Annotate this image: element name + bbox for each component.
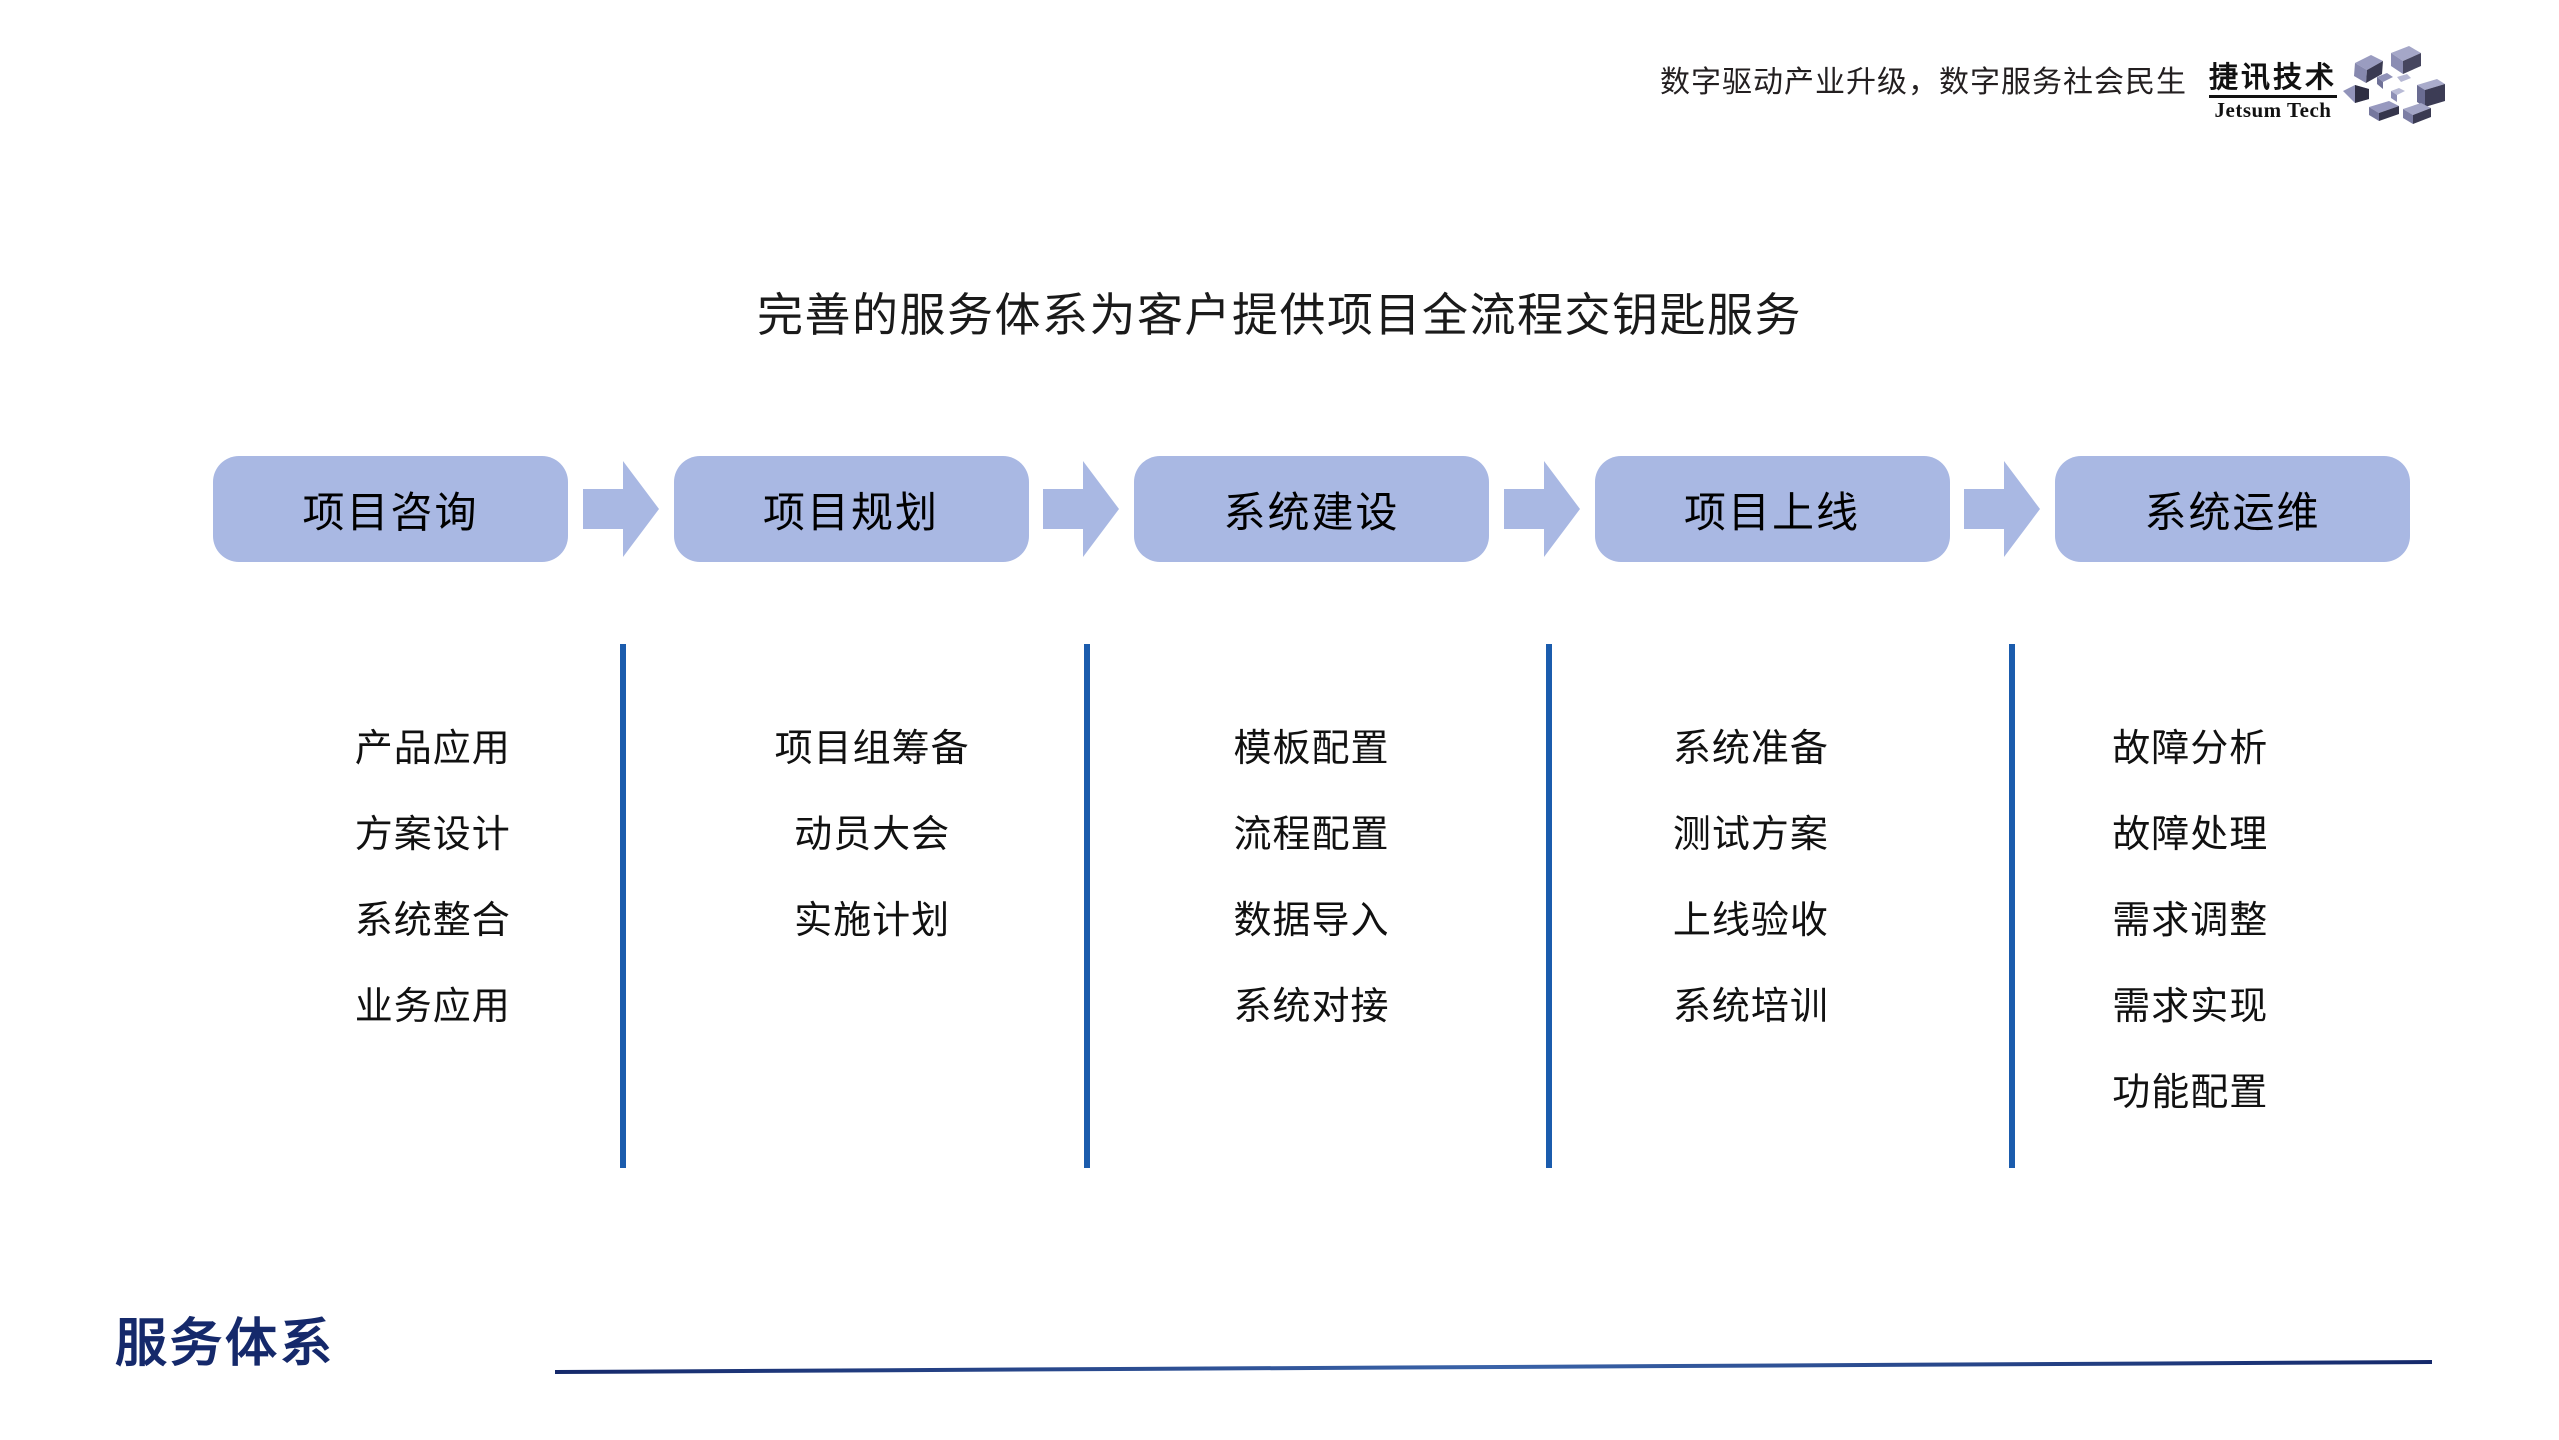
brand-header: 数字驱动产业升级，数字服务社会民生 捷讯技术 Jetsum Tech xyxy=(1659,46,2449,124)
list-item: 功能配置 xyxy=(2112,1072,2269,1114)
list-item: 实施计划 xyxy=(794,900,951,942)
list-item: 动员大会 xyxy=(794,814,951,856)
scattered-cubes-icon xyxy=(2339,41,2449,125)
flow-step-1[interactable]: 项目咨询 xyxy=(213,456,568,562)
list-item: 流程配置 xyxy=(1233,814,1390,856)
list-item: 测试方案 xyxy=(1672,814,1829,856)
list-item: 故障处理 xyxy=(2112,814,2269,856)
flow-step-4[interactable]: 项目上线 xyxy=(1594,456,1950,562)
list-item: 项目组筹备 xyxy=(774,728,970,770)
column-divider-3 xyxy=(1546,644,1552,1168)
detail-columns: 产品应用 方案设计 系统整合 业务应用 项目组筹备 动员大会 实施计划 模板配置… xyxy=(213,730,2410,1160)
detail-column-3: 模板配置 流程配置 数据导入 系统对接 xyxy=(1092,730,1531,1160)
list-item: 系统准备 xyxy=(1672,728,1829,770)
section-label: 服务体系 xyxy=(115,1315,336,1373)
list-item: 系统整合 xyxy=(354,900,511,942)
slide-title: 完善的服务体系为客户提供项目全流程交钥匙服务 xyxy=(757,289,1802,341)
flow-step-3[interactable]: 系统建设 xyxy=(1134,456,1489,562)
list-item: 方案设计 xyxy=(354,814,511,856)
brand-slogan: 数字驱动产业升级，数字服务社会民生 xyxy=(1659,66,2187,99)
footer-divider xyxy=(555,1358,2432,1378)
column-divider-1 xyxy=(620,644,626,1168)
flow-step-2[interactable]: 项目规划 xyxy=(673,456,1029,562)
brand-wordmark: 捷讯技术 Jetsum Tech xyxy=(2208,61,2337,125)
list-item: 需求实现 xyxy=(2112,986,2269,1028)
right-arrow-icon xyxy=(1029,461,1135,557)
list-item: 业务应用 xyxy=(354,986,511,1028)
list-item: 系统培训 xyxy=(1672,986,1829,1028)
detail-column-5: 故障分析 故障处理 需求调整 需求实现 功能配置 xyxy=(1971,730,2410,1160)
list-item: 模板配置 xyxy=(1233,728,1390,770)
brand-name-en: Jetsum Tech xyxy=(2214,97,2332,122)
right-arrow-icon xyxy=(568,461,674,557)
brand-underline xyxy=(2208,94,2337,98)
detail-column-2: 项目组筹备 动员大会 实施计划 xyxy=(652,730,1091,1160)
detail-column-1: 产品应用 方案设计 系统整合 业务应用 xyxy=(213,730,652,1160)
flow-step-5[interactable]: 系统运维 xyxy=(2055,456,2410,562)
column-divider-4 xyxy=(2009,644,2015,1168)
company-logo: 捷讯技术 Jetsum Tech xyxy=(2208,41,2449,125)
list-item: 需求调整 xyxy=(2112,900,2269,942)
right-arrow-icon xyxy=(1950,461,2056,557)
right-arrow-icon xyxy=(1489,461,1595,557)
list-item: 上线验收 xyxy=(1672,900,1829,942)
brand-name-cn: 捷讯技术 xyxy=(2208,61,2337,94)
column-divider-2 xyxy=(1084,644,1090,1168)
list-item: 数据导入 xyxy=(1233,900,1390,942)
process-flow: 项目咨询 项目规划 系统建设 项目上线 系统运维 xyxy=(213,456,2410,562)
list-item: 系统对接 xyxy=(1233,986,1390,1028)
detail-column-4: 系统准备 测试方案 上线验收 系统培训 xyxy=(1531,730,1970,1160)
list-item: 故障分析 xyxy=(2112,728,2269,770)
list-item: 产品应用 xyxy=(354,728,511,770)
